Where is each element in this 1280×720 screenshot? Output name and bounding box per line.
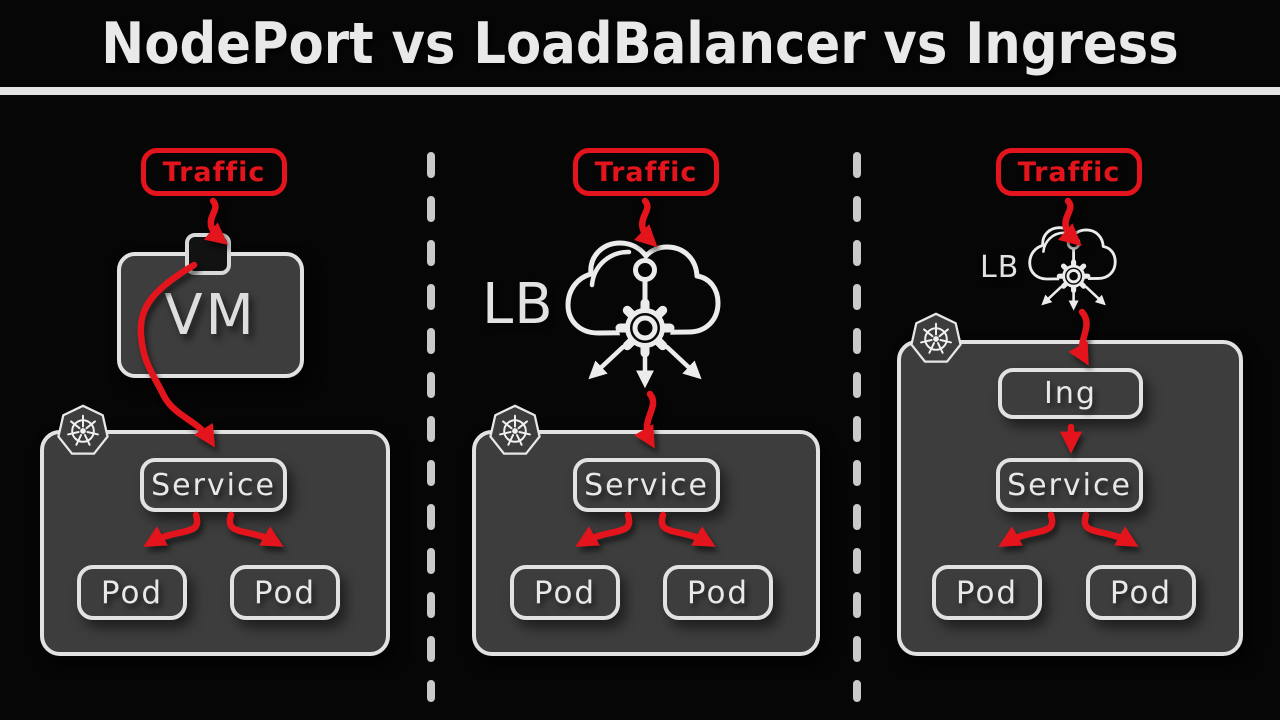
- pod-box: Pod: [1086, 565, 1196, 620]
- service-box: Service: [996, 458, 1143, 512]
- ingress-label: Ing: [1044, 376, 1097, 411]
- pod-label: Pod: [1109, 574, 1173, 611]
- pod-label: Pod: [253, 574, 317, 611]
- pod-box: Pod: [230, 565, 340, 620]
- lb-label-ingress: LB: [980, 250, 1020, 285]
- k8s-cluster-box-loadbalancer: Service Pod Pod: [472, 404, 820, 656]
- pod-label: Pod: [100, 574, 164, 611]
- vm-label: VM: [164, 282, 257, 348]
- traffic-label: Traffic: [1017, 156, 1121, 188]
- pod-label: Pod: [686, 574, 750, 611]
- traffic-badge-ingress: Traffic: [996, 148, 1142, 196]
- title-underline: [0, 87, 1280, 95]
- page-title: NodePort vs LoadBalancer vs Ingress: [101, 11, 1179, 77]
- kubernetes-logo-icon: [910, 312, 962, 363]
- kubernetes-logo-icon: [57, 404, 109, 455]
- lb-cloud-icon-loadbalancer: [568, 243, 718, 382]
- k8s-cluster-box-nodeport: Service Pod Pod: [40, 404, 390, 656]
- service-box: Service: [573, 458, 720, 512]
- lb-cloud-icon-ingress: [1030, 228, 1116, 307]
- traffic-badge-loadbalancer: Traffic: [573, 148, 719, 196]
- pod-box: Pod: [663, 565, 773, 620]
- lb-label-loadbalancer: LB: [482, 272, 554, 337]
- traffic-badge-nodeport: Traffic: [141, 148, 287, 196]
- traffic-label: Traffic: [162, 156, 266, 188]
- ingress-box: Ing: [998, 368, 1143, 419]
- pod-box: Pod: [510, 565, 620, 620]
- pod-box: Pod: [77, 565, 187, 620]
- nodeport-port-square: [185, 233, 231, 275]
- service-label: Service: [1007, 467, 1132, 503]
- pod-label: Pod: [955, 574, 1019, 611]
- service-label: Service: [584, 467, 709, 503]
- service-box: Service: [140, 458, 287, 512]
- pod-label: Pod: [533, 574, 597, 611]
- kubernetes-logo-icon: [489, 404, 541, 455]
- pod-box: Pod: [932, 565, 1042, 620]
- service-label: Service: [151, 467, 276, 503]
- k8s-cluster-box-ingress: Ing Service Pod Pod: [897, 312, 1243, 656]
- traffic-label: Traffic: [594, 156, 698, 188]
